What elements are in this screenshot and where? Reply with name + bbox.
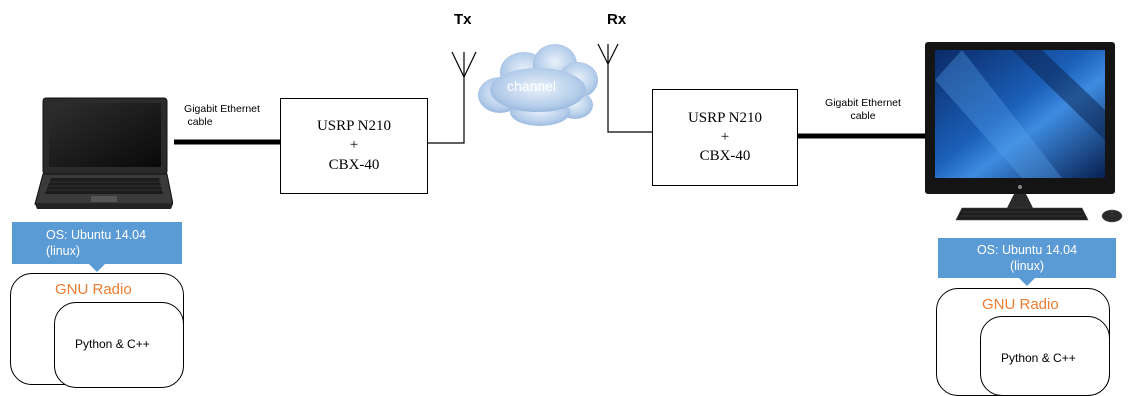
laptop-icon bbox=[34, 97, 173, 209]
right-python-label: Python & C++ bbox=[1001, 351, 1076, 365]
left-os-line1: OS: Ubuntu 14.04 bbox=[46, 228, 147, 242]
rx-label: Rx bbox=[607, 11, 627, 28]
channel-label: channel bbox=[507, 78, 557, 94]
left-os-box: OS: Ubuntu 14.04 (linux) bbox=[12, 222, 182, 272]
left-python-label: Python & C++ bbox=[75, 337, 150, 351]
left-python-box bbox=[54, 302, 184, 388]
tx-label: Tx bbox=[454, 11, 472, 28]
right-python-box bbox=[980, 316, 1110, 396]
cloud-icon bbox=[478, 44, 598, 126]
right-usrp-box: USRP N210 + CBX-40 bbox=[652, 89, 798, 186]
right-os-line1: OS: Ubuntu 14.04 bbox=[976, 243, 1078, 257]
left-cable-label-line2: cable bbox=[187, 116, 213, 128]
right-gnu-radio-label: GNU Radio bbox=[982, 296, 1059, 313]
left-cable-label-line1: Gigabit Ethernet bbox=[184, 103, 260, 115]
right-os-box: OS: Ubuntu 14.04 (linux) bbox=[938, 238, 1116, 286]
left-usrp-line3: CBX-40 bbox=[328, 156, 380, 173]
left-usrp-line2: + bbox=[349, 137, 359, 154]
rx-antenna-icon bbox=[597, 43, 652, 133]
left-os-line2: (linux) bbox=[46, 244, 81, 258]
right-cable-label-line1: Gigabit Ethernet bbox=[825, 97, 901, 109]
left-cable-label: Gigabit Ethernet cable bbox=[172, 103, 272, 129]
all-in-one-desktop-icon bbox=[925, 42, 1123, 223]
right-usrp-line3: CBX-40 bbox=[699, 148, 751, 165]
right-os-line2: (linux) bbox=[1009, 259, 1045, 273]
right-cable-label-line2: cable bbox=[850, 110, 876, 122]
left-gnu-radio-label: GNU Radio bbox=[55, 281, 132, 298]
tx-antenna-icon bbox=[427, 51, 477, 144]
right-usrp-line1: USRP N210 bbox=[687, 109, 763, 126]
left-usrp-line1: USRP N210 bbox=[316, 118, 392, 135]
left-usrp-box: USRP N210 + CBX-40 bbox=[280, 98, 428, 194]
right-usrp-line2: + bbox=[720, 128, 730, 145]
right-cable-label: Gigabit Ethernet cable bbox=[808, 97, 918, 123]
